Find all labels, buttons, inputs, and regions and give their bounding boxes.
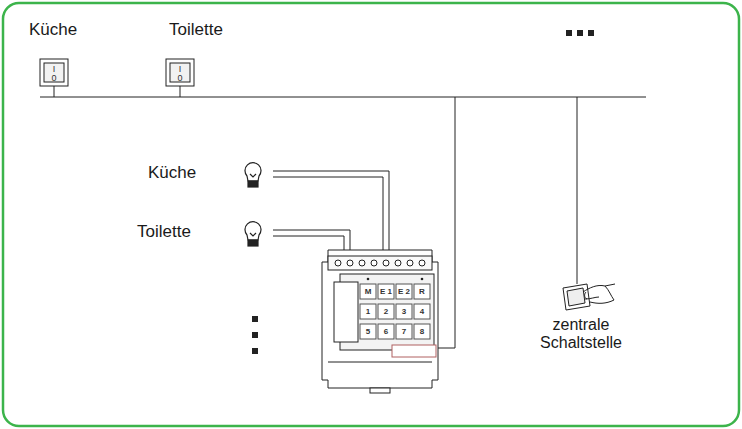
- button-label: 1: [366, 307, 370, 316]
- wall-switch: [40, 59, 194, 86]
- room-label: Küche: [29, 20, 77, 40]
- button-label: 8: [420, 327, 424, 336]
- lamp-label: Toilette: [137, 222, 191, 242]
- lamp: [245, 163, 261, 246]
- switch-mark: I: [179, 64, 182, 74]
- button-label: M: [365, 287, 372, 296]
- switch-mark: I: [53, 64, 56, 74]
- more-dots: [566, 30, 594, 36]
- bus-wires: [40, 86, 646, 348]
- central-switch: [563, 284, 615, 310]
- button-label: 2: [384, 307, 388, 316]
- lamp-wires: [273, 171, 389, 256]
- switch-actuator: [322, 250, 438, 393]
- location-label: zentrale Schaltstelle: [531, 316, 631, 353]
- lamp-label: Küche: [148, 163, 196, 183]
- button-label: 7: [402, 327, 406, 336]
- button-label: E 1: [380, 287, 392, 296]
- button-label: R: [419, 287, 425, 296]
- switch-mark: 0: [177, 73, 182, 83]
- button-label: 6: [384, 327, 388, 336]
- room-label: Toilette: [169, 20, 223, 40]
- button-label: E 2: [398, 287, 410, 296]
- button-label: 5: [366, 327, 370, 336]
- more-dots: [252, 316, 258, 354]
- switch-mark: 0: [51, 73, 56, 83]
- button-label: 4: [420, 307, 424, 316]
- button-label: 3: [402, 307, 406, 316]
- frame: [3, 3, 739, 426]
